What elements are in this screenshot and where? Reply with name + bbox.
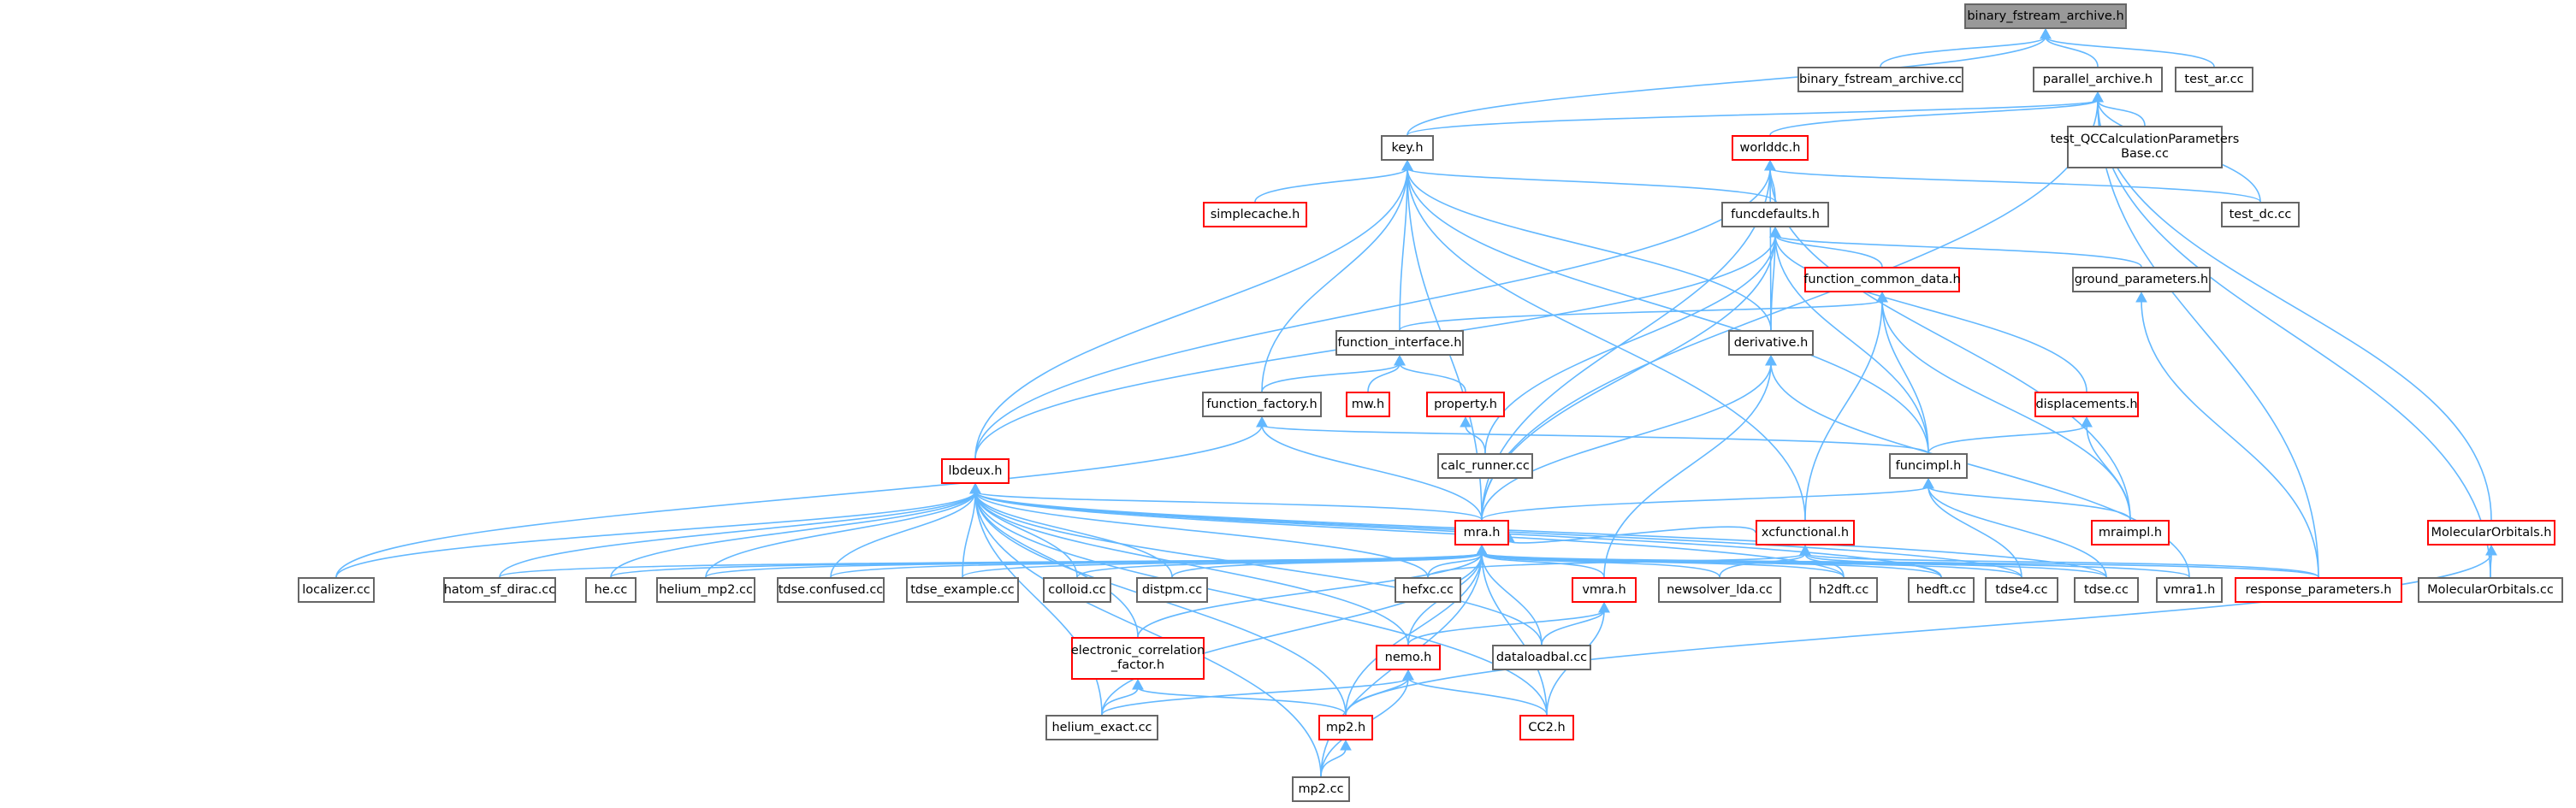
node-funcimpl-h[interactable]: funcimpl.h [1889, 453, 1968, 479]
node-ground-parameters-h[interactable]: ground_parameters.h [2072, 267, 2211, 292]
node-lbdeux-h[interactable]: lbdeux.h [941, 458, 1010, 484]
node-function-interface-h[interactable]: function_interface.h [1335, 330, 1464, 356]
node-mp2-h[interactable]: mp2.h [1318, 715, 1373, 740]
node-cc2-h[interactable]: CC2.h [1519, 715, 1574, 740]
node-xcfunctional-h[interactable]: xcfunctional.h [1756, 520, 1855, 546]
node-property-h[interactable]: property.h [1426, 392, 1505, 417]
node-hatom-sf-dirac-cc[interactable]: hatom_sf_dirac.cc [443, 577, 556, 603]
node-tdse4-cc[interactable]: tdse4.cc [1985, 577, 2058, 603]
dependency-edge [1764, 159, 2131, 521]
node-hedft-cc[interactable]: hedft.cc [1908, 577, 1975, 603]
dependency-edge [1402, 669, 1548, 716]
node-parallel-archive-h[interactable]: parallel_archive.h [2033, 67, 2163, 92]
dependency-edge [1394, 354, 1466, 392]
dependency-edge [1320, 739, 1352, 777]
node-tdse-example-cc[interactable]: tdse_example.cc [906, 577, 1019, 603]
node-calc-runner-cc[interactable]: calc_runner.cc [1437, 453, 1533, 479]
node-distpm-cc[interactable]: distpm.cc [1136, 577, 1208, 603]
dependency-edge [1401, 159, 1772, 331]
node-test-dc-cc[interactable]: test_dc.cc [2221, 202, 2300, 227]
dependency-edge [2081, 416, 2131, 521]
node-derivative-h[interactable]: derivative.h [1728, 330, 1814, 356]
node-simplecache-h[interactable]: simplecache.h [1203, 202, 1307, 227]
node-mraimpl-h[interactable]: mraimpl.h [2091, 520, 2170, 546]
node-mp2-cc[interactable]: mp2.cc [1292, 776, 1350, 802]
dependency-edge [1922, 477, 2131, 521]
node-electronic-correlation-factor-h[interactable]: electronic_correlation _factor.h [1071, 637, 1205, 680]
node-test-ar-cc[interactable]: test_ar.cc [2175, 67, 2253, 92]
node-worlddc-h[interactable]: worlddc.h [1732, 135, 1809, 161]
dependency-edge [1804, 291, 1888, 521]
node-vmra-h[interactable]: vmra.h [1572, 577, 1637, 603]
node-funcdefaults-h[interactable]: funcdefaults.h [1721, 202, 1829, 227]
dependency-edge [1406, 27, 2052, 136]
dependency-edge [2135, 291, 2319, 578]
dependency-edge [969, 482, 1322, 777]
dependency-edge [2092, 91, 2491, 578]
node-mw-h[interactable]: mw.h [1346, 392, 1390, 417]
node-test-qccalculationparameters-base-cc[interactable]: test_QCCalculationParameters Base.cc [2051, 126, 2239, 168]
node-function-common-data-h[interactable]: function_common_data.h [1803, 267, 1961, 292]
node-hefxc-cc[interactable]: hefxc.cc [1395, 577, 1461, 603]
node-dataloadbal-cc[interactable]: dataloadbal.cc [1492, 645, 1591, 670]
dependency-edge [335, 416, 1268, 578]
node-binary-fstream-archive-cc[interactable]: binary_fstream_archive.cc [1797, 67, 1963, 92]
dependency-edge [1799, 544, 2319, 578]
dependency-edge [1132, 678, 1347, 716]
node-h2dft-cc[interactable]: h2dft.cc [1809, 577, 1878, 603]
node-helium-exact-cc[interactable]: helium_exact.cc [1045, 715, 1158, 740]
node-tdse-confused-cc[interactable]: tdse.confused.cc [777, 577, 885, 603]
node-key-h[interactable]: key.h [1381, 135, 1434, 161]
node-colloid-cc[interactable]: colloid.cc [1043, 577, 1111, 603]
dependency-edge [1406, 91, 2104, 136]
dependency-edge [1481, 477, 1934, 521]
node-newsolver-lda-cc[interactable]: newsolver_lda.cc [1658, 577, 1781, 603]
dependency-edge [1880, 27, 2052, 68]
dependency-edge [1254, 159, 1413, 203]
dependency-edge [1481, 354, 1777, 521]
dependency-edge [1460, 416, 1486, 454]
dependency-edge [1401, 159, 1776, 203]
node-helium-mp2-cc[interactable]: helium_mp2.cc [656, 577, 755, 603]
dependency-edge [1401, 159, 1806, 521]
dependency-edge [1922, 477, 2107, 578]
node-he-cc[interactable]: he.cc [585, 577, 637, 603]
node-mra-h[interactable]: mra.h [1454, 520, 1509, 546]
node-vmra1-h[interactable]: vmra1.h [2156, 577, 2223, 603]
node-binary-fstream-archive-h: binary_fstream_archive.h [1964, 3, 2127, 29]
node-nemo-h[interactable]: nemo.h [1376, 645, 1441, 670]
dependency-edge [969, 482, 1483, 521]
node-displacements-h[interactable]: displacements.h [2034, 392, 2139, 417]
dependency-edge [1769, 226, 1883, 268]
dependency-edge [1769, 91, 2104, 136]
node-molecularorbitals-h[interactable]: MolecularOrbitals.h [2427, 520, 2555, 546]
node-tdse-cc[interactable]: tdse.cc [2074, 577, 2139, 603]
dependency-edge [1261, 159, 1413, 392]
dependency-edge [1541, 601, 1610, 646]
node-response-parameters-h[interactable]: response_parameters.h [2235, 577, 2402, 603]
dependency-edge [1261, 354, 1406, 392]
node-function-factory-h[interactable]: function_factory.h [1202, 392, 1322, 417]
node-molecularorbitals-cc[interactable]: MolecularOrbitals.cc [2418, 577, 2563, 603]
node-localizer-cc[interactable]: localizer.cc [298, 577, 375, 603]
dependency-edge [1928, 416, 2093, 454]
